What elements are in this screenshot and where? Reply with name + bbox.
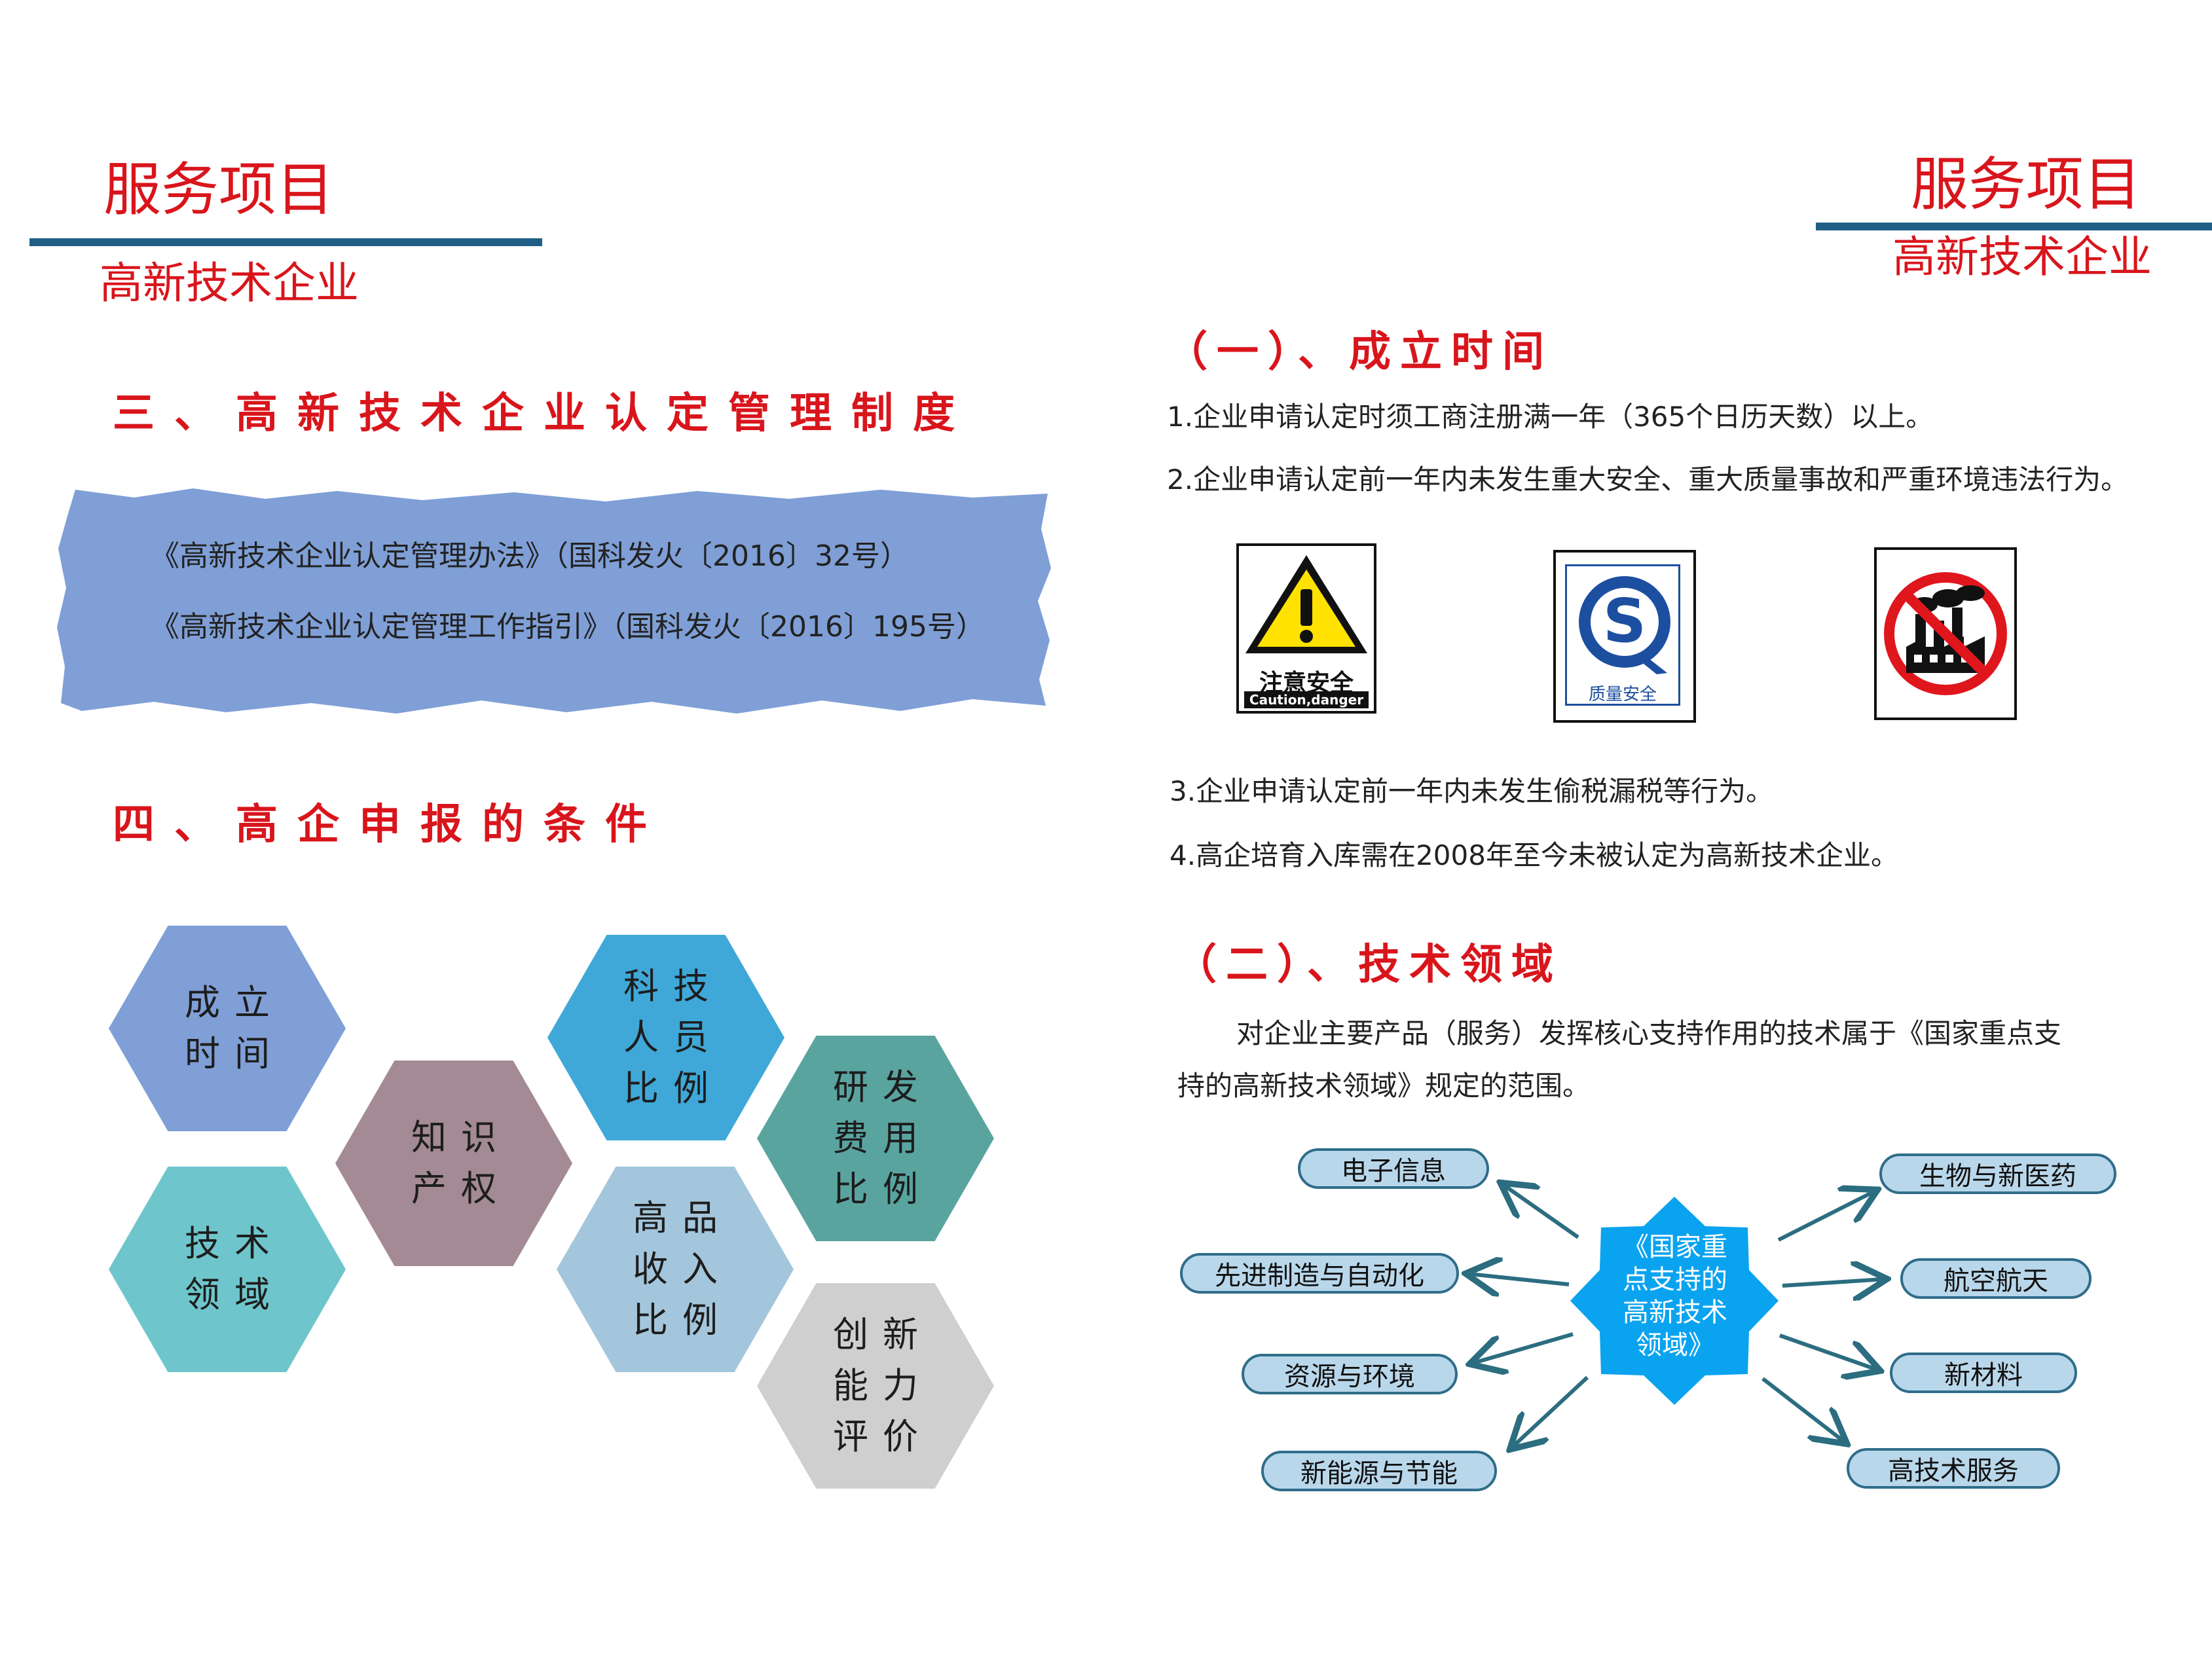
hex-line: 技术 [185, 1223, 284, 1264]
hex-innovation-evaluation: 创新能力评价 [757, 1283, 994, 1489]
caution-label-en-bar [1244, 691, 1369, 708]
hex-line: 比例 [623, 1068, 723, 1109]
condition-item-1: 1.企业申请认定时须工商注册满一年（365个日历天数）以上。 [1167, 401, 1934, 433]
condition-item-4: 4.高企培育入库需在2008年至今未被认定为高新技术企业。 [1170, 839, 1898, 871]
hex-line: 比例 [633, 1299, 732, 1341]
brush-stroke-icon [57, 488, 1051, 714]
hex-line: 成立 [185, 982, 284, 1023]
field-hightech-services: 高技术服务 [1847, 1448, 2060, 1489]
hex-line: 知识 [411, 1117, 511, 1158]
center-star-icon [1570, 1197, 1779, 1405]
arrow-to-resources [1473, 1332, 1574, 1363]
quality-sign: S 质量安全 [1553, 550, 1696, 723]
sec2-para-line-1: 对企业主要产品（服务）发挥核心支持作用的技术属于《国家重点支 [1236, 1017, 2062, 1049]
quality-inner-frame [1565, 564, 1680, 706]
hex-technology-field: 技术领域 [109, 1167, 346, 1372]
hex-line: 领域 [185, 1274, 284, 1315]
hex-line: 比例 [833, 1169, 932, 1210]
regulation-line-2: 《高新技术企业认定管理工作指引》（国科发火〔2016〕195号） [151, 610, 985, 644]
condition-item-3: 3.企业申请认定前一年内未发生偷税漏税等行为。 [1170, 775, 1774, 807]
hex-line: 时间 [185, 1033, 284, 1074]
field-aerospace: 航空航天 [1900, 1258, 2092, 1299]
hex-line: 研发 [833, 1066, 932, 1108]
quality-label-cn: 质量安全 [1588, 685, 1657, 704]
field-biomedicine: 生物与新医药 [1879, 1153, 2116, 1194]
arrow-to-manufacturing [1469, 1274, 1570, 1284]
regulations-banner: 《高新技术企业认定管理办法》（国科发火〔2016〕32号） 《高新技术企业认定管… [56, 483, 1054, 719]
hex-line: 创新 [833, 1314, 932, 1355]
right-title-rule [1816, 223, 2212, 230]
right-page-title: 服务项目 [1911, 151, 2142, 218]
section4-heading: 四、高企申报的条件 [113, 801, 667, 849]
hex-rd-expense-ratio: 研发费用比例 [757, 1036, 994, 1241]
hex-line: 人员 [623, 1017, 723, 1058]
left-page-title: 服务项目 [103, 156, 335, 223]
field-electronics: 电子信息 [1298, 1148, 1489, 1189]
hex-line: 评价 [833, 1416, 932, 1457]
regulation-line-1: 《高新技术企业认定管理办法》（国科发火〔2016〕32号） [151, 539, 909, 573]
center-line: 高新技术 [1623, 1298, 1727, 1328]
no-pollution-factory-icon [1884, 572, 2007, 695]
sec2-para-line-2: 持的高新技术领域》规定的范围。 [1177, 1070, 1591, 1102]
caution-sign: 注意安全 Caution,danger [1236, 543, 1376, 714]
field-new-energy: 新能源与节能 [1261, 1451, 1497, 1491]
sec2-heading: （二）、技术领域 [1175, 941, 1562, 989]
hex-line: 科技 [623, 966, 723, 1007]
hex-tech-staff-ratio: 科技人员比例 [547, 935, 784, 1140]
right-page-subtitle: 高新技术企业 [1892, 232, 2152, 282]
hex-high-tech-income-ratio: 高品收入比例 [557, 1167, 794, 1372]
field-resources-environment: 资源与环境 [1242, 1354, 1458, 1394]
svg-text:S: S [1603, 586, 1646, 656]
hex-line: 能力 [833, 1365, 932, 1406]
warning-triangle-icon [1245, 555, 1367, 653]
hex-line: 产权 [411, 1168, 511, 1209]
condition-item-2: 2.企业申请认定前一年内未发生重大安全、重大质量事故和严重环境违法行为。 [1167, 463, 2129, 496]
hex-line: 费用 [833, 1117, 932, 1159]
arrow-to-aerospace [1782, 1279, 1883, 1286]
center-line: 《国家重 [1623, 1232, 1727, 1262]
section3-heading: 三、高新技术企业认定管理制度 [113, 390, 974, 438]
no-pollution-sign [1874, 547, 2017, 720]
hex-line: 收入 [633, 1248, 732, 1290]
sec1-heading: （一）、成立时间 [1166, 328, 1553, 376]
arrow-to-biomedicine [1777, 1191, 1874, 1242]
arrow-to-electronics [1503, 1185, 1579, 1239]
hex-establishment-time: 成立时间 [109, 926, 346, 1131]
field-advanced-manufacturing: 先进制造与自动化 [1180, 1253, 1459, 1294]
arrow-to-materials [1779, 1334, 1877, 1370]
hex-line: 高品 [633, 1197, 732, 1239]
diagram-center-label: 《国家重 点支持的 高新技术 领域》 [1585, 1231, 1765, 1362]
field-new-materials: 新材料 [1890, 1352, 2077, 1393]
left-title-rule [29, 238, 542, 246]
center-line: 点支持的 [1623, 1265, 1727, 1295]
center-line: 领域》 [1636, 1330, 1714, 1360]
caution-label-en: Caution,danger [1249, 692, 1364, 708]
hex-intellectual-property: 知识产权 [335, 1061, 572, 1266]
left-page-subtitle: 高新技术企业 [100, 258, 359, 308]
qs-quality-icon: S [1579, 576, 1670, 674]
